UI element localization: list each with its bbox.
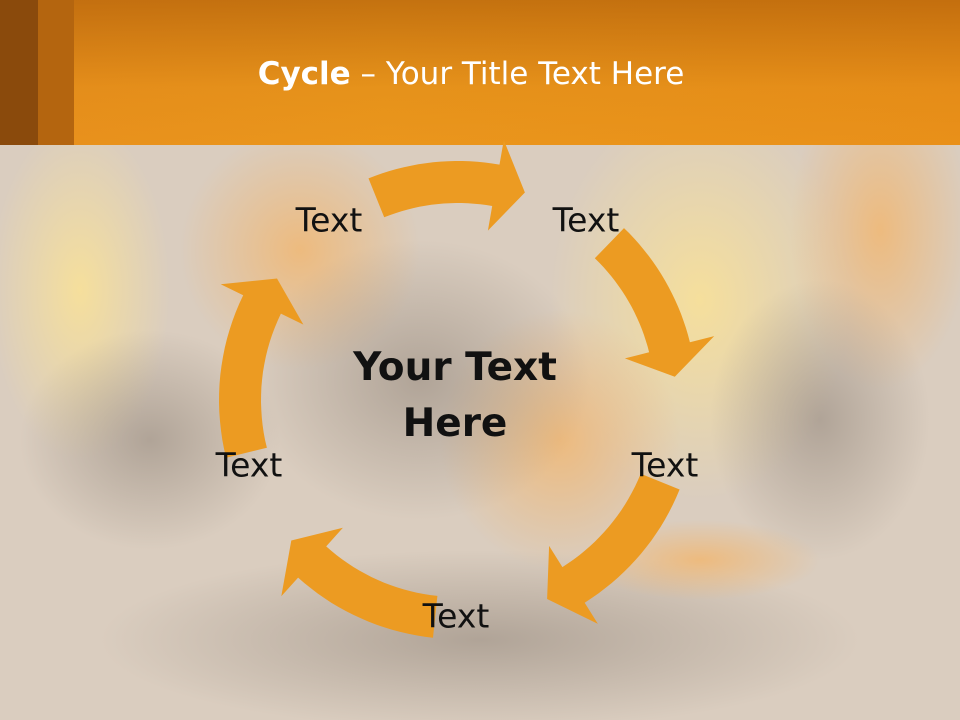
- title-bar: [0, 0, 960, 145]
- slide-title-rest: – Your Title Text Here: [350, 56, 685, 92]
- cycle-arrow-3: [547, 473, 680, 624]
- slide-title: Cycle – Your Title Text Here: [0, 56, 942, 92]
- cycle-node-label-2: Text: [552, 200, 620, 240]
- cycle-arrows: [219, 140, 715, 638]
- cycle-node-label-1: Text: [295, 200, 363, 240]
- center-text-line-2: Here: [402, 401, 508, 446]
- cycle-node-label-3: Text: [631, 445, 699, 485]
- cycle-node-label-5: Text: [215, 445, 283, 485]
- cycle-arrow-5: [219, 278, 304, 458]
- cycle-node-label-4: Text: [422, 596, 490, 636]
- cycle-arrow-2: [594, 228, 715, 377]
- title-bar-stripe-mid: [38, 0, 74, 145]
- cycle-arrow-1: [368, 140, 525, 231]
- title-bar-shade: [0, 0, 960, 145]
- center-text-line-1: Your Text: [353, 345, 557, 390]
- center-text: Your Text Here: [353, 340, 557, 452]
- cycle-arrow-4: [281, 527, 438, 638]
- slide-title-bold: Cycle: [257, 56, 351, 92]
- title-bar-stripe-dark: [0, 0, 38, 145]
